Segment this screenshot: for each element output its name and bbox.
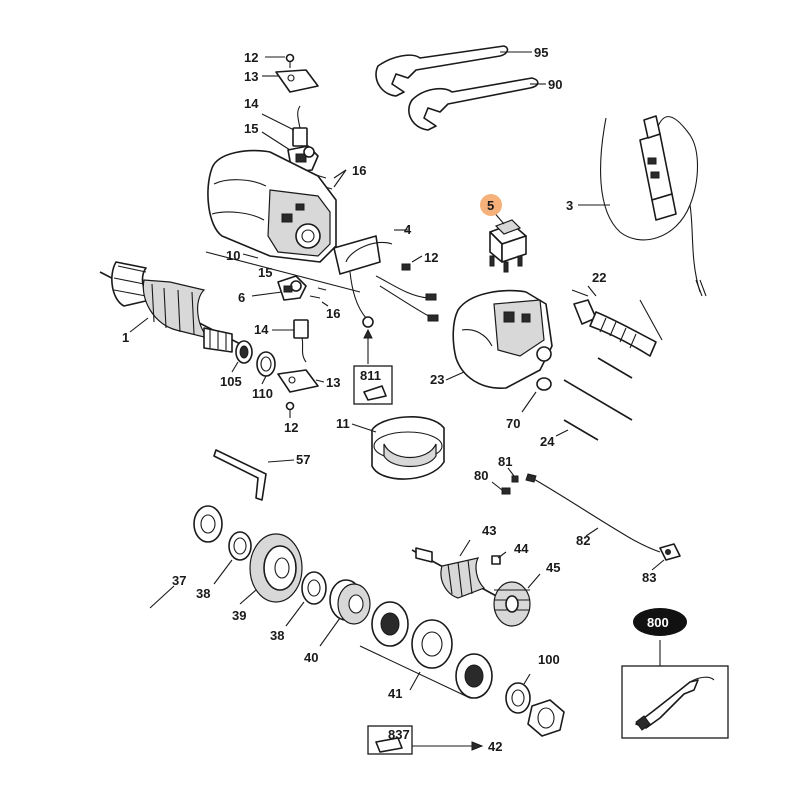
part-811-kit-box[interactable]: [353, 328, 393, 405]
part-15-brush-holder-lower[interactable]: [277, 275, 307, 301]
part-16-screws-lower[interactable]: [309, 287, 329, 307]
label-6: 6: [238, 290, 245, 305]
label-70: 70: [506, 416, 520, 431]
part-3-power-cord[interactable]: [578, 115, 707, 297]
part-38-spacer[interactable]: [213, 531, 252, 585]
label-11: 11: [336, 416, 350, 431]
label-81: 81: [498, 454, 512, 469]
part-37-leader[interactable]: [149, 585, 175, 609]
part-24-rods[interactable]: [555, 357, 633, 441]
part-90-spanner[interactable]: [408, 77, 546, 131]
label-82: 82: [576, 533, 590, 548]
label-38-b: 38: [270, 628, 284, 643]
part-12-top-screw[interactable]: [265, 53, 295, 69]
label-4: 4: [404, 222, 412, 237]
part-45-gear[interactable]: [493, 573, 541, 627]
part-100-washer[interactable]: [505, 673, 531, 714]
part-110-ring[interactable]: [256, 351, 276, 385]
part-14-carbon-brush-lower[interactable]: [272, 319, 309, 363]
label-90: 90: [548, 77, 562, 92]
label-16-lower: 16: [326, 306, 340, 321]
label-15-lower: 15: [258, 265, 272, 280]
part-13-brush-cap-lower[interactable]: [277, 369, 325, 393]
label-3: 3: [566, 198, 573, 213]
label-40: 40: [304, 650, 318, 665]
label-12-lower: 12: [284, 420, 298, 435]
part-82-cable[interactable]: [525, 473, 661, 553]
highlight-badge: [480, 194, 502, 216]
part-38-washer-lower[interactable]: [285, 571, 327, 627]
part-6-spring[interactable]: [251, 291, 283, 297]
label-38-a: 38: [196, 586, 210, 601]
part-13-brush-cap[interactable]: [262, 69, 319, 93]
label-13-top: 13: [244, 69, 258, 84]
label-14-lower: 14: [254, 322, 269, 337]
label-80: 80: [474, 468, 488, 483]
label-837: 837: [388, 727, 410, 742]
label-12-switch: 12: [424, 250, 438, 265]
part-80-screw[interactable]: [491, 481, 511, 495]
part-5-switch[interactable]: [489, 209, 527, 273]
label-5: 5: [487, 198, 494, 213]
part-40-hub[interactable]: [319, 579, 371, 647]
part-81-screw[interactable]: [507, 467, 519, 483]
label-24: 24: [540, 434, 555, 449]
label-43: 43: [482, 523, 496, 538]
label-57: 57: [296, 452, 310, 467]
label-110: 110: [252, 386, 273, 401]
part-41-clutch-assembly[interactable]: [359, 601, 493, 699]
part-38-washer[interactable]: [193, 505, 223, 543]
label-42: 42: [488, 739, 502, 754]
part-42-nut[interactable]: [527, 699, 565, 737]
label-23: 23: [430, 372, 444, 387]
part-39-intermediate-gear[interactable]: [239, 533, 303, 605]
part-22-cable-gland[interactable]: [571, 285, 663, 357]
part-83-terminal[interactable]: [651, 543, 681, 571]
part-43-output-shaft[interactable]: [411, 539, 501, 599]
part-837-kit-box[interactable]: [367, 725, 484, 755]
part-12-screw-lower[interactable]: [285, 401, 295, 419]
label-44: 44: [514, 541, 529, 556]
part-11-clamp-band[interactable]: [351, 416, 445, 480]
label-83: 83: [642, 570, 656, 585]
label-15-top: 15: [244, 121, 258, 136]
part-105-bearing[interactable]: [231, 340, 253, 373]
callout-labels: 12 13 14 15 16 95 90 3 5 4 12 10 15 6 16…: [122, 45, 687, 754]
label-105: 105: [220, 374, 242, 389]
badge-800: 800: [633, 608, 687, 636]
part-70-bush[interactable]: [521, 377, 552, 413]
part-44-key[interactable]: [491, 551, 507, 565]
part-57-hex-key[interactable]: [213, 449, 295, 501]
part-800-service-tool[interactable]: [621, 640, 729, 739]
label-5-highlighted: 5: [480, 194, 502, 216]
label-12-top: 12: [244, 50, 258, 65]
label-95: 95: [534, 45, 548, 60]
label-37: 37: [172, 573, 186, 588]
part-12-screw-switch[interactable]: [401, 255, 423, 271]
label-16-top: 16: [352, 163, 366, 178]
label-1: 1: [122, 330, 129, 345]
label-41: 41: [388, 686, 402, 701]
label-100: 100: [538, 652, 560, 667]
part-95-spanner[interactable]: [375, 45, 532, 97]
badge-800-oval: [633, 608, 687, 636]
label-14-top: 14: [244, 96, 259, 111]
part-23-gear-housing[interactable]: [445, 289, 553, 389]
part-14-carbon-brush[interactable]: [261, 105, 308, 147]
label-800: 800: [647, 615, 669, 630]
part-4-wiring-harness[interactable]: [333, 229, 439, 328]
label-39: 39: [232, 608, 246, 623]
label-10: 10: [226, 248, 240, 263]
label-22: 22: [592, 270, 606, 285]
label-13-lower: 13: [326, 375, 340, 390]
part-1-armature[interactable]: [99, 261, 253, 353]
label-45: 45: [546, 560, 560, 575]
part-10-motor-housing[interactable]: [205, 149, 361, 293]
label-811: 811: [360, 368, 381, 383]
